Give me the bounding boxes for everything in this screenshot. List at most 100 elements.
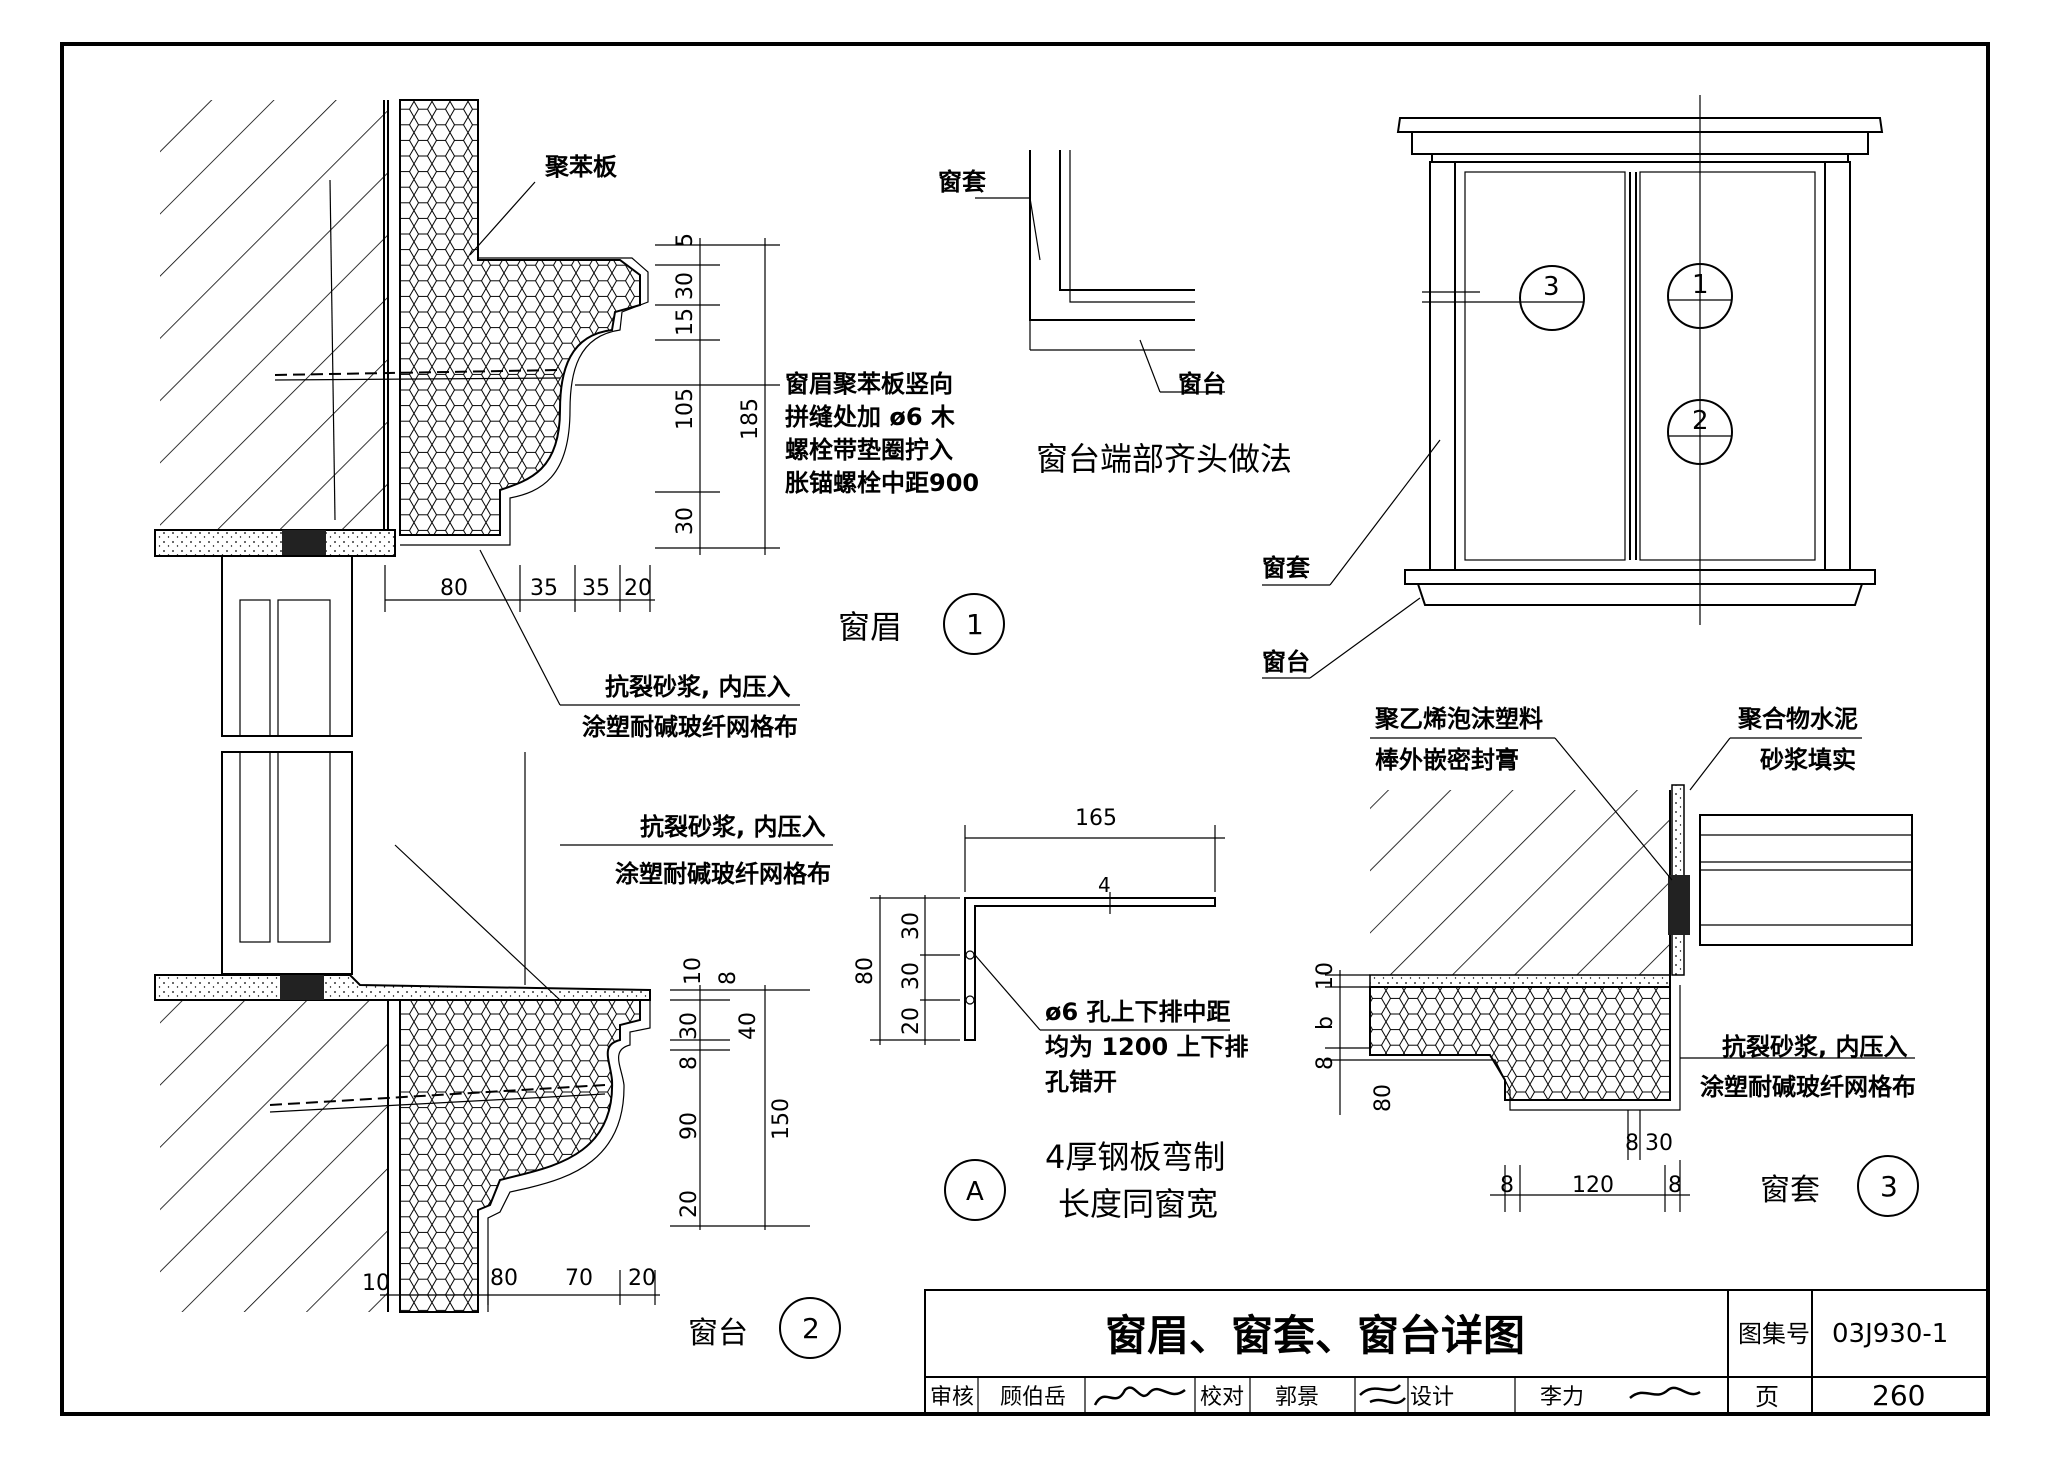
dimA-4: 4: [1098, 873, 1111, 897]
marker-3: 3: [1543, 272, 1560, 302]
detail-3-name: 窗套: [1760, 1173, 1820, 1208]
marker-1: 1: [1692, 270, 1709, 300]
title-block: 窗眉、窗套、窗台详图 图集号 03J930-1 页 260 审核 顾伯岳 校对 …: [924, 1289, 1989, 1415]
eps-surround: [1369, 986, 1671, 1101]
detail-a-index: A: [966, 1177, 984, 1207]
wall-hatch-3: [1370, 790, 1670, 975]
mortar3-line-2: 涂塑耐碱玻纤网格布: [1700, 1073, 1916, 1101]
noteA-line-3: 孔错开: [1045, 1068, 1117, 1096]
reviewer-signature: [1093, 1386, 1186, 1406]
detailA-caption-1: 4厚钢板弯制: [1045, 1138, 1225, 1176]
dim2-h-70: 70: [565, 1266, 593, 1291]
dim-v-30b: 30: [673, 507, 698, 535]
mortar3-line-1: 抗裂砂浆, 内压入: [1722, 1033, 1907, 1061]
anchor-bolt: [274, 369, 561, 376]
dim3-h-8a: 8: [1625, 1131, 1639, 1156]
wall-hatch: [160, 100, 388, 530]
eps-sill: [399, 999, 641, 1313]
dim3-v-10: 10: [1313, 962, 1338, 990]
dimA-165: 165: [1075, 806, 1117, 831]
sill-slab: [154, 974, 651, 1001]
mortar2-line-1: 抗裂砂浆, 内压入: [640, 813, 825, 841]
detail-3-index-circle: [1857, 1155, 1919, 1217]
drawing-title: 窗眉、窗套、窗台详图: [1105, 1311, 1525, 1360]
dimA-30b: 30: [899, 962, 924, 990]
dim2-h-20: 20: [628, 1266, 656, 1291]
floor-slab: [154, 529, 396, 557]
review-label: 审核: [930, 1385, 974, 1410]
dim-h-35a: 35: [530, 576, 558, 601]
steel-plate: [964, 897, 1216, 1041]
label-polymer-2: 砂浆填实: [1760, 746, 1856, 774]
noteA-line-1: ø6 孔上下排中距: [1045, 998, 1231, 1026]
detail-1-index: 1: [966, 608, 984, 641]
label-surround: 窗套: [938, 168, 987, 196]
dim3-v-8: 8: [1313, 1056, 1338, 1070]
marker-1-circle: [1667, 263, 1733, 329]
atlas-label: 图集号: [1738, 1320, 1810, 1348]
detailA-caption-2: 长度同窗宽: [1058, 1185, 1218, 1223]
elev-label-sill: 窗台: [1262, 648, 1310, 676]
page-label: 页: [1755, 1383, 1779, 1411]
check-label: 校对: [1200, 1385, 1244, 1410]
checker-signature: [1359, 1384, 1406, 1404]
label-polymer-1: 聚合物水泥: [1737, 705, 1858, 733]
noteA-line-2: 均为 1200 上下排: [1045, 1033, 1249, 1061]
detail-sill-end: 窗套 窗台 窗台端部齐头做法: [938, 150, 1292, 478]
dim-v-30: 30: [673, 272, 698, 300]
dim2-v-30: 30: [677, 1012, 702, 1040]
window-elevation: 3 1 2 窗套 窗台: [1262, 95, 1884, 679]
detail-a-steel-bracket: 165 4 30 30 20 80 ø6 孔上下排中距 均为 1200 上下排 …: [853, 806, 1249, 1223]
label-eps: 聚苯板: [544, 153, 618, 181]
marker-2: 2: [1692, 406, 1709, 436]
mortar-line-1: 抗裂砂浆, 内压入: [605, 673, 790, 701]
note-line-3: 螺栓带垫圈拧入: [785, 436, 953, 464]
page-no: 260: [1872, 1379, 1925, 1412]
dim-h-20: 20: [624, 576, 652, 601]
dim3-h-30: 30: [1645, 1131, 1673, 1156]
elev-label-surround: 窗套: [1262, 554, 1311, 582]
dim2-v-20: 20: [677, 1190, 702, 1218]
window-frame: [221, 555, 353, 737]
dim3-h-8c: 8: [1668, 1173, 1682, 1198]
dim3-v-80: 80: [1371, 1084, 1396, 1112]
label-foam-1: 聚乙烯泡沫塑料: [1374, 705, 1543, 733]
dim2-v-8: 8: [716, 971, 741, 985]
dim2-h-10: 10: [362, 1271, 390, 1296]
detail-2-index: 2: [802, 1312, 820, 1345]
detail-3-window-surround: 聚乙烯泡沫塑料 棒外嵌密封膏 聚合物水泥 砂浆填实 抗裂砂浆, 内压入 涂塑耐碱…: [1313, 705, 1919, 1217]
dim-h-35b: 35: [582, 576, 610, 601]
marker-3-circle: [1519, 265, 1585, 331]
dim-h-80: 80: [440, 576, 468, 601]
reviewer: 顾伯岳: [1000, 1385, 1066, 1410]
dim3-h-8b: 8: [1500, 1173, 1514, 1198]
dim2-h-80: 80: [490, 1266, 518, 1291]
dim-v-15: 15: [673, 308, 698, 336]
marker-2-circle: [1667, 399, 1733, 465]
label-sill: 窗台: [1178, 370, 1226, 398]
designer-signature: [1629, 1386, 1701, 1400]
anchor-bolt-2: [269, 1084, 606, 1106]
atlas-no: 03J930-1: [1832, 1319, 1948, 1349]
dim-v-185: 185: [738, 398, 763, 440]
dimA-80: 80: [853, 957, 878, 985]
dim2-v-8b: 8: [677, 1056, 702, 1070]
dimA-30a: 30: [899, 912, 924, 940]
dim2-v-90: 90: [677, 1112, 702, 1140]
designer: 李力: [1540, 1385, 1584, 1410]
detail-2-name: 窗台: [688, 1316, 748, 1351]
dim3-v-b: b: [1313, 1016, 1338, 1030]
detail-a-index-circle: [944, 1159, 1006, 1221]
note-line-1: 窗眉聚苯板竖向: [785, 370, 953, 398]
detail-1-window-head: 5 30 15 105 30 185 80 35 35 20 聚苯板 窗眉聚苯板…: [154, 99, 1005, 741]
mortar-line-2: 涂塑耐碱玻纤网格布: [582, 713, 798, 741]
dimA-20: 20: [899, 1007, 924, 1035]
wall-hatch-2: [160, 1000, 388, 1312]
window-frame-2: [221, 751, 353, 975]
label-foam-2: 棒外嵌密封膏: [1375, 746, 1519, 774]
detail-3-index: 3: [1880, 1170, 1898, 1203]
mortar2-line-2: 涂塑耐碱玻纤网格布: [615, 860, 831, 888]
end-detail-caption: 窗台端部齐头做法: [1036, 440, 1292, 478]
dim2-v-10: 10: [681, 957, 706, 985]
